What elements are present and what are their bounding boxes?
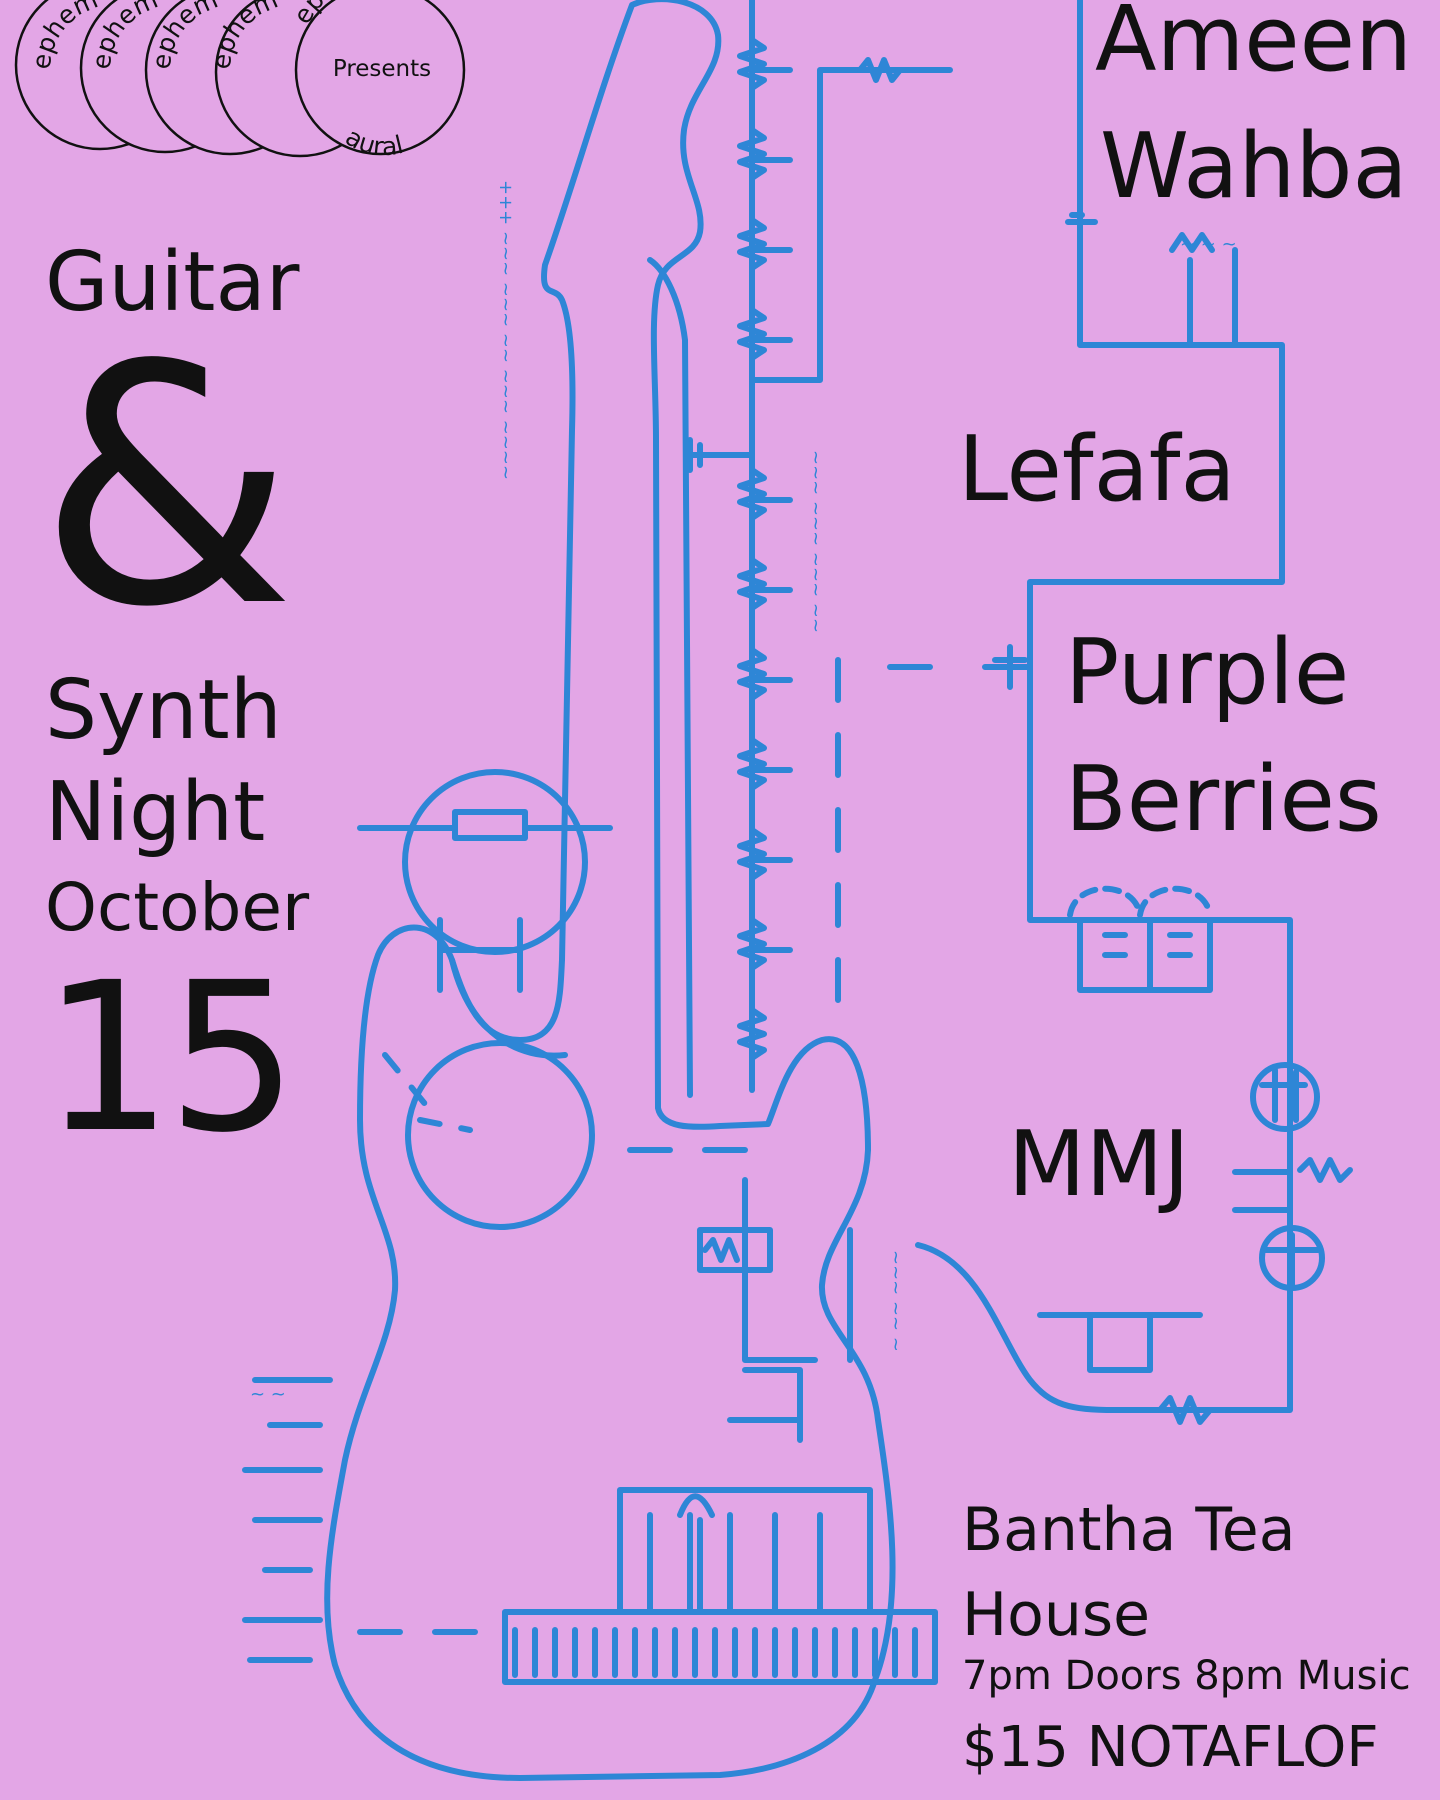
event-title-guitar: Guitar bbox=[45, 235, 300, 330]
knob-circle-upper bbox=[402, 769, 588, 955]
band-ameen-wahba-line1: Ameen bbox=[1095, 0, 1413, 92]
ticket-price: $15 NOTAFLOF bbox=[962, 1715, 1379, 1780]
event-day: 15 bbox=[42, 938, 298, 1178]
event-title-ampersand: & bbox=[38, 295, 296, 679]
band-purple-berries-line2: Berries bbox=[1065, 747, 1382, 852]
svg-text:~~~ ~~~ ~~~ ~~: ~~~ ~~~ ~~~ ~~ bbox=[805, 450, 826, 633]
ephem-aural-logo: ephem ephem ephem ephem ephem aural Pres… bbox=[14, 0, 466, 160]
band-mmj: MMJ bbox=[1008, 1112, 1190, 1217]
knob-circle-lower bbox=[405, 1040, 595, 1230]
svg-text:~ ~: ~ ~ bbox=[250, 1384, 286, 1405]
event-title-night: Night bbox=[45, 765, 266, 860]
logo-presents: Presents bbox=[333, 56, 431, 82]
guitar-bridge bbox=[502, 1609, 938, 1685]
transistor-circle-upper bbox=[1250, 1062, 1320, 1132]
band-lefafa: Lefafa bbox=[958, 417, 1236, 522]
event-month: October bbox=[45, 869, 310, 946]
venue-name-line2: House bbox=[962, 1580, 1151, 1650]
event-times: 7pm Doors 8pm Music bbox=[962, 1653, 1411, 1699]
logo-circle-5 bbox=[294, 0, 466, 156]
band-purple-berries-line1: Purple bbox=[1065, 620, 1350, 725]
band-ameen-wahba-line2: Wahba bbox=[1100, 114, 1408, 219]
svg-text:+++ ~~~ ~~~ ~~ ~~~ ~~~~: +++ ~~~ ~~~ ~~ ~~~ ~~~~ bbox=[495, 180, 516, 480]
svg-text:~~~ ~~ ~: ~~~ ~~ ~ bbox=[885, 1250, 906, 1352]
svg-text:~ ~ ~: ~ ~ ~ bbox=[1180, 234, 1237, 255]
guitar-outline bbox=[324, 0, 896, 1781]
event-title-synth: Synth bbox=[45, 663, 282, 758]
venue-name-line1: Bantha Tea bbox=[962, 1495, 1296, 1565]
